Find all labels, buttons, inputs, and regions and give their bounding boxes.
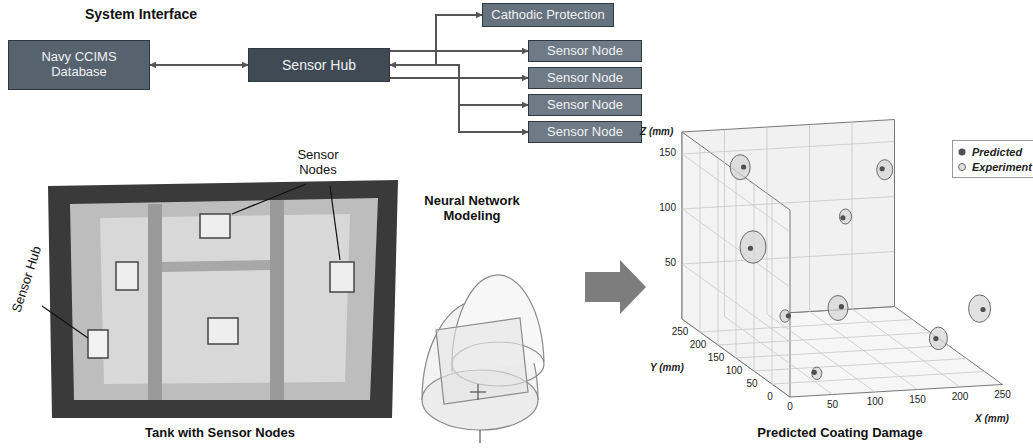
node-label: Sensor Node [547,44,623,59]
hemisphere-model [422,275,544,443]
axis-tick: 0 [767,391,773,403]
axis-tick: 150 [909,394,926,406]
system-box: Sensor Node [528,121,642,143]
axis-tick: 100 [659,202,676,214]
tank-illustration [42,180,398,418]
connector-arrow [390,65,528,132]
node-label: Cathodic Protection [491,8,604,23]
axis-tick: 100 [867,396,884,408]
legend-row: Predicted [957,144,1032,159]
node-label: Sensor Node [547,71,623,86]
axis-tick: 50 [827,399,838,411]
connector-arrow [390,15,482,65]
text-label: Predicted Coating Damage [757,426,922,441]
axis-tick: 200 [952,391,969,403]
axis-tick: 50 [665,257,676,269]
text-label: Sensor Hub [9,245,44,315]
axis-title: Y (mm) [650,362,684,374]
axis-tick: 200 [690,339,707,351]
node-label: Sensor Node [547,98,623,113]
legend-row: Experiment [957,159,1032,174]
legend-sample [957,162,967,172]
node-label: Sensor Node [547,125,623,140]
connector-arrow [150,64,248,66]
node-label: Sensor Hub [282,57,356,73]
system-box: Sensor Node [528,67,642,89]
axis-title: Z (mm) [640,126,673,138]
text-label: Neural Network Modeling [417,194,527,224]
axis-title: X (mm) [975,413,1009,425]
axis-tick: 150 [708,352,725,364]
system-box: Sensor Node [528,94,642,116]
connector-arrow [390,50,528,52]
hub-box: Sensor Hub [248,48,390,82]
database-box: Navy CCIMS Database [8,40,150,90]
legend-sample [957,147,967,157]
axis-tick: 250 [994,389,1011,401]
axis-tick: 250 [672,326,689,338]
system-box: Sensor Node [528,40,642,62]
axis-tick: 50 [746,378,757,390]
plot-legend: PredictedExperiment [952,140,1033,178]
legend-label: Predicted [972,146,1022,158]
axis-tick: 100 [726,365,743,377]
text-label: Tank with Sensor Nodes [145,426,295,441]
axis-tick: 150 [659,147,676,159]
legend-label: Experiment [972,161,1032,173]
text-label: System Interface [85,6,197,22]
axis-tick: 0 [787,401,793,413]
node-label: Navy CCIMS Database [23,50,135,80]
flow-arrow [585,260,646,314]
text-label: Sensor Nodes [288,148,348,178]
system-box: Cathodic Protection [482,3,614,27]
